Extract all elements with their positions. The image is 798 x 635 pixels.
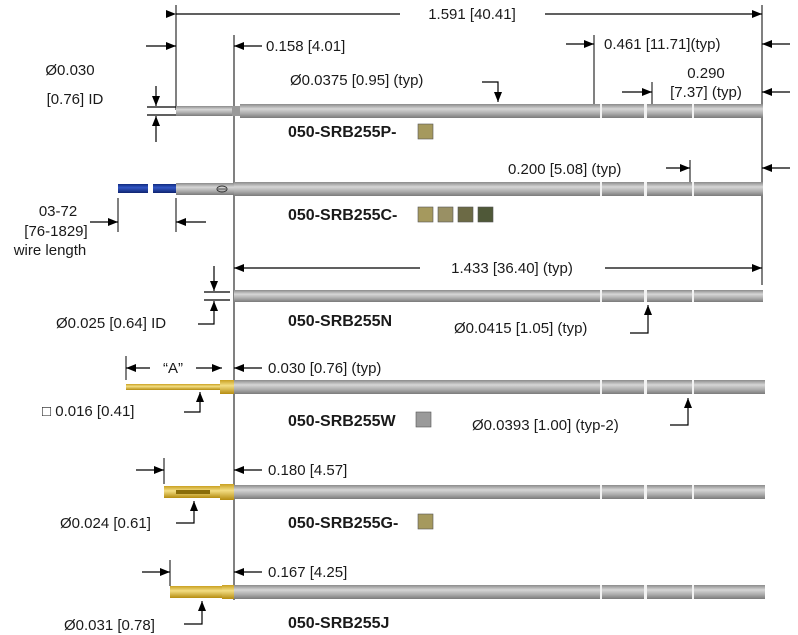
dim-n-length: 1.433 [36.40] (typ) bbox=[451, 260, 573, 277]
wire-segment-1 bbox=[118, 184, 148, 193]
swatch-w bbox=[415, 411, 432, 428]
part-g-collar bbox=[220, 484, 234, 500]
swatch-c-3 bbox=[457, 206, 474, 223]
part-n-barrel bbox=[234, 290, 763, 302]
part-j-collar bbox=[222, 585, 234, 599]
part-j-receptacle bbox=[170, 585, 765, 599]
part-j-tip bbox=[170, 586, 222, 598]
part-number-p: 050-SRB255P- bbox=[288, 124, 397, 141]
crimp-mark-icon bbox=[216, 185, 228, 193]
dim-g-shoulder: 0.180 [4.57] bbox=[268, 462, 347, 479]
part-w-collar bbox=[220, 380, 234, 394]
dim-wire-1: 03-72 bbox=[39, 203, 77, 220]
w-square-leader bbox=[184, 392, 204, 413]
part-p-tip bbox=[176, 106, 232, 116]
dim-barrel-dia: Ø0.0375 [0.95] (typ) bbox=[290, 72, 423, 89]
part-w-pin bbox=[126, 384, 222, 390]
part-w-barrel bbox=[234, 380, 765, 394]
part-j-barrel bbox=[234, 585, 765, 599]
g-dia-leader bbox=[176, 501, 198, 524]
part-c-receptacle bbox=[118, 182, 763, 196]
dim-w-square: □ 0.016 [0.41] bbox=[42, 403, 134, 420]
w-dia-leader bbox=[670, 398, 692, 426]
part-c-barrel bbox=[234, 182, 763, 196]
swatch-p bbox=[417, 123, 434, 140]
part-g-barrel bbox=[234, 485, 765, 499]
dim-tail-end-2: [7.37] (typ) bbox=[670, 84, 742, 101]
part-number-g: 050-SRB255G- bbox=[288, 515, 398, 532]
dim-n-id: Ø0.025 [0.64] ID bbox=[56, 315, 166, 332]
dim-crimp-spacing: 0.200 [5.08] (typ) bbox=[508, 161, 621, 178]
n-id-leader bbox=[198, 301, 218, 325]
dim-wire-2: [76-1829] bbox=[24, 223, 87, 240]
dim-n-dia: Ø0.0415 [1.05] (typ) bbox=[454, 320, 587, 337]
dim-wire-3: wire length bbox=[13, 242, 87, 259]
dim-j-dia: Ø0.031 [0.78] bbox=[64, 617, 155, 634]
part-p-barrel bbox=[240, 104, 763, 118]
dim-overall-length: 1.591 [40.41] bbox=[428, 6, 516, 23]
dim-p-id-2: [0.76] ID bbox=[47, 91, 104, 108]
dim-tail-section: 0.461 [11.71](typ) bbox=[604, 36, 720, 53]
part-number-w: 050-SRB255W bbox=[288, 413, 397, 430]
part-n-receptacle bbox=[234, 290, 763, 302]
dim-w-shoulder: 0.030 [0.76] (typ) bbox=[268, 360, 381, 377]
part-p-receptacle bbox=[176, 104, 763, 118]
swatch-c-1 bbox=[417, 206, 434, 223]
wire-segment-2 bbox=[153, 184, 178, 193]
n-dia-leader bbox=[630, 305, 652, 334]
swatch-c-2 bbox=[437, 206, 454, 223]
part-number-c: 050-SRB255C- bbox=[288, 207, 397, 224]
swatch-c-4 bbox=[477, 206, 494, 223]
dim-tip-length: 0.158 [4.01] bbox=[266, 38, 345, 55]
part-g-receptacle bbox=[164, 484, 765, 500]
swatch-g bbox=[417, 513, 434, 530]
dim-w-dia: Ø0.0393 [1.00] (typ-2) bbox=[472, 417, 619, 434]
dim-w-a: “A” bbox=[163, 360, 183, 377]
dim-j-shoulder: 0.167 [4.25] bbox=[268, 564, 347, 581]
part-w-receptacle bbox=[126, 380, 765, 394]
dim-tail-end-1: 0.290 bbox=[687, 65, 725, 82]
barrel-dia-leader bbox=[482, 81, 502, 102]
dim-g-dia: Ø0.024 [0.61] bbox=[60, 515, 151, 532]
part-number-n: 050-SRB255N bbox=[288, 313, 392, 330]
j-dia-leader bbox=[184, 601, 206, 625]
part-number-j: 050-SRB255J bbox=[288, 615, 389, 632]
dim-p-id-1: Ø0.030 bbox=[45, 62, 94, 79]
